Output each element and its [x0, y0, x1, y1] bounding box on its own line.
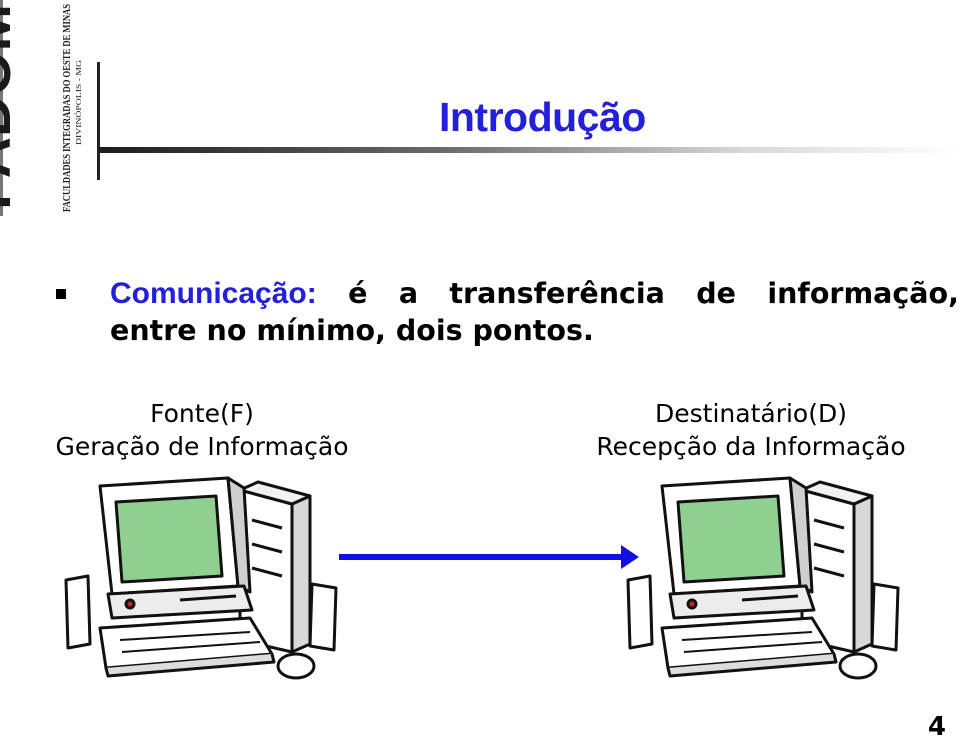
destination-label: Destinatário(D) Recepção da Informação: [574, 397, 928, 463]
header-vertical-rule: [97, 62, 100, 180]
bullet-word: de: [696, 277, 736, 310]
source-role: Geração de Informação: [55, 432, 349, 461]
source-name: Fonte(F): [150, 399, 254, 428]
fadom-logo-image: FADOM FACULDADES INTEGRADAS DO OESTE DE …: [0, 0, 86, 216]
svg-text:FACULDADES INTEGRADAS DO OESTE: FACULDADES INTEGRADAS DO OESTE DE MINAS: [62, 4, 73, 212]
bullet-term: Comunicação:: [110, 277, 317, 310]
svg-text:FADOM: FADOM: [0, 4, 22, 210]
bullet-word: é: [348, 277, 368, 310]
bullet-word: a: [398, 277, 419, 310]
bullet-word: transferência: [449, 277, 665, 310]
fadom-logo: FADOM FACULDADES INTEGRADAS DO OESTE DE …: [0, 0, 86, 216]
header-horizontal-rule: [97, 147, 960, 153]
destination-computer-icon: [622, 468, 912, 684]
svg-text:DIVINÓPOLIS - MG: DIVINÓPOLIS - MG: [75, 60, 83, 145]
bullet-word: informação,: [767, 277, 959, 310]
slide-title: Introdução: [439, 94, 646, 140]
source-label: Fonte(F) Geração de Informação: [36, 397, 368, 463]
arrow-right-icon: [339, 540, 639, 574]
destination-name: Destinatário(D): [655, 399, 847, 428]
bullet-text: Comunicação: é a transferência de inform…: [110, 275, 960, 349]
bullet-line-2: entre no mínimo, dois pontos.: [110, 314, 594, 347]
page-number: 4: [927, 712, 946, 742]
destination-role: Recepção da Informação: [596, 432, 906, 461]
source-computer-icon: [60, 468, 350, 684]
bullet-line-1: Comunicação: é a transferência de inform…: [110, 275, 959, 312]
square-bullet-icon: [56, 289, 66, 299]
